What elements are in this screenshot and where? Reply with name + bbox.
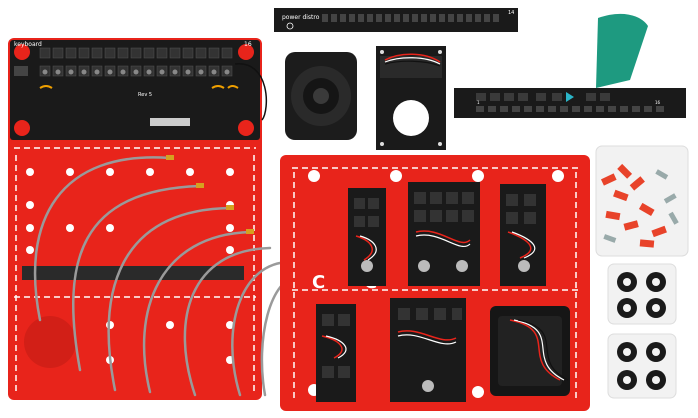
connector-bag <box>595 145 689 257</box>
seq-number-16: 16 <box>655 100 661 105</box>
teal-ribbon-cable <box>596 13 648 88</box>
seq-number-1: 1 <box>477 100 480 105</box>
module-5 <box>390 298 466 402</box>
keyboard-pcb: keyboard 16 Rev 5 <box>10 40 260 140</box>
speaker-cable <box>234 63 268 121</box>
power-distro-label: power distro <box>282 14 320 21</box>
keyboard-number: 16 <box>244 41 252 48</box>
module-3 <box>500 184 546 286</box>
battery-holder <box>490 306 570 396</box>
nuts-bag-2 <box>607 333 677 399</box>
power-distro-number: 14 <box>508 10 514 16</box>
keyboard-label: keyboard <box>14 41 42 48</box>
speaker <box>285 52 357 140</box>
sequencer-board: 1 16 <box>454 88 686 118</box>
rev-label: Rev 5 <box>138 92 152 98</box>
speaker-grille <box>24 316 76 368</box>
module-4 <box>316 304 356 402</box>
module-2 <box>408 182 480 286</box>
module-1 <box>348 188 386 286</box>
cable-plugs <box>166 155 254 234</box>
svg-text:C: C <box>312 272 325 293</box>
small-board <box>376 46 446 150</box>
power-distro-board: power distro 14 <box>274 8 518 32</box>
nuts-bag-1 <box>607 263 677 325</box>
